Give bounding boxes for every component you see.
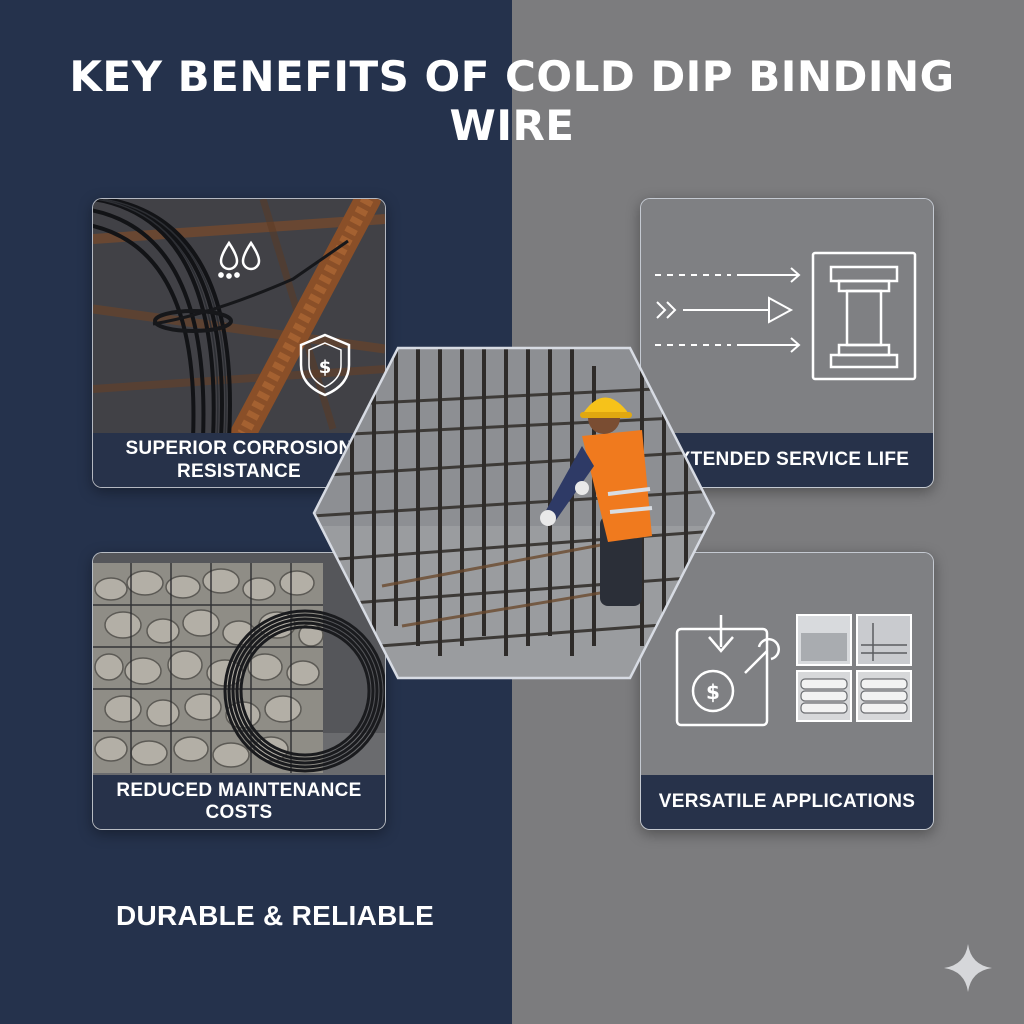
- cost-wrench-icon: [675, 615, 780, 727]
- maintenance-caption: REDUCED MAINTENANCE COSTS: [93, 775, 385, 829]
- footer-tagline: DURABLE & RELIABLE: [116, 900, 435, 931]
- svg-text:$: $: [319, 357, 332, 378]
- wire-coil-icon: [223, 609, 385, 773]
- corrosion-label-line1: SUPERIOR CORROSION: [125, 438, 353, 459]
- applications-caption: VERSATILE APPLICATIONS: [641, 775, 933, 829]
- benefit-card-maintenance: REDUCED MAINTENANCE COSTS: [92, 552, 386, 830]
- water-drops-icon: [218, 240, 261, 279]
- worker-figure: [540, 397, 653, 606]
- svg-text:$: $: [706, 680, 720, 704]
- arrows-right-icon: [655, 267, 801, 353]
- benefit-card-applications: $ VERSATILE APPLICATIONS: [640, 552, 934, 830]
- page-title: KEY BENEFITS OF COLD DIP BINDING WIRE: [69, 52, 955, 150]
- application-thumbnails: [796, 614, 912, 722]
- benefit-card-corrosion: $ SUPERIOR CORROSION RESISTANCE: [92, 198, 386, 488]
- sparkle-icon: [944, 944, 992, 992]
- shield-dollar-icon: $: [299, 333, 351, 397]
- corrosion-caption: SUPERIOR CORROSION RESISTANCE: [93, 433, 385, 487]
- corrosion-label-line2: RESISTANCE: [176, 461, 302, 482]
- pillar-icon: [811, 251, 917, 381]
- benefit-card-service-life: EXTENDED SERVICE LIFE: [640, 198, 934, 488]
- center-rebar-worker-photo: [312, 346, 716, 680]
